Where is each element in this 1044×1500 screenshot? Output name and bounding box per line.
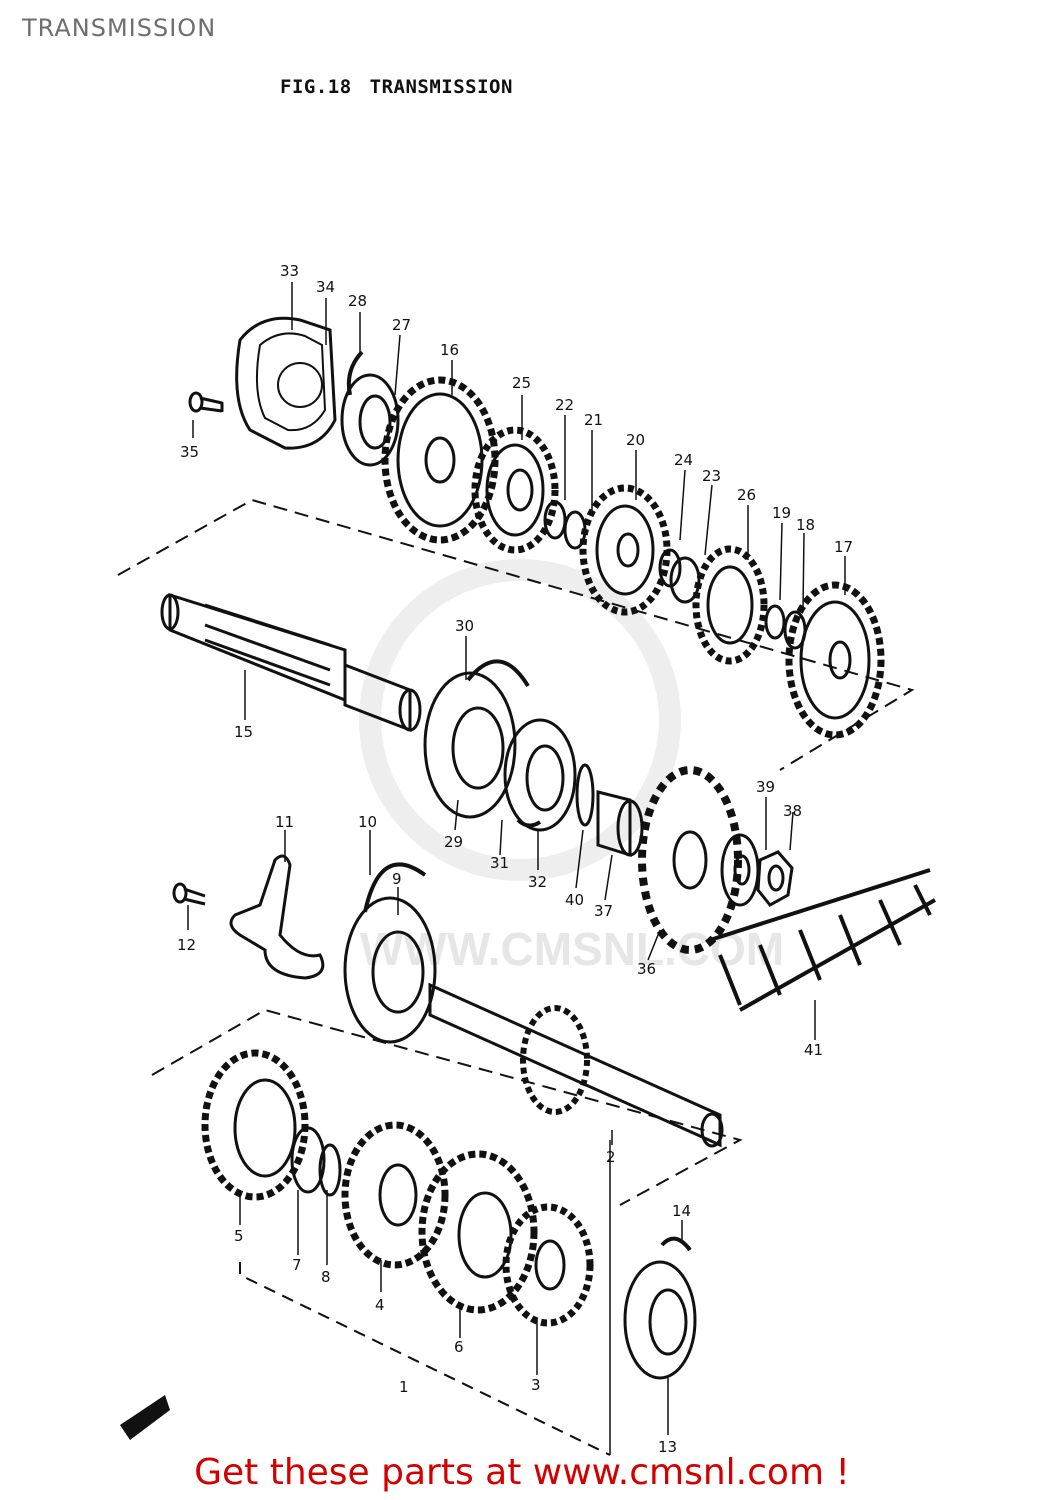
gear-6 [418,1150,538,1314]
callout-33: 33 [280,262,299,280]
front-arrow-icon [120,1395,170,1440]
callout-32: 32 [528,873,547,891]
bolt-12 [172,882,206,906]
callout-20: 20 [626,431,645,449]
callout-26: 26 [737,486,756,504]
drive-chain [709,868,936,1012]
washer-7 [290,1126,326,1194]
callout-23: 23 [702,467,721,485]
callout-8: 8 [321,1268,331,1286]
driveshaft [428,982,724,1148]
callout-5: 5 [234,1227,244,1245]
callout-15: 15 [234,723,253,741]
callout-30: 30 [455,617,474,635]
callout-18: 18 [796,516,815,534]
callout-13: 13 [658,1438,677,1456]
bearing-29 [423,671,517,819]
o-ring-32 [516,818,542,828]
callout-37: 37 [594,902,613,920]
bearing-9 [343,896,437,1044]
callout-24: 24 [674,451,693,469]
bearing-13 [623,1260,697,1380]
callout-31: 31 [490,854,509,872]
callout-28: 28 [348,292,367,310]
nut-38 [756,850,794,907]
circlip-14 [660,1236,692,1252]
callout-22: 22 [555,396,574,414]
callout-7: 7 [292,1256,302,1274]
gear-3 [502,1203,594,1327]
callout-labels: 33 34 28 27 16 25 22 21 20 24 23 26 19 1… [177,262,853,1456]
washer-22 [543,500,567,540]
callout-10: 10 [358,813,377,831]
leader-lines [187,282,846,1455]
callout-11: 11 [275,813,294,831]
callout-1: 1 [399,1378,409,1396]
gear-5 [201,1049,309,1201]
callout-19: 19 [772,504,791,522]
lower-group-bracket [151,1008,743,1206]
upper-group-bracket [117,498,915,771]
watermark-text: WWW.CMSNL.COM [360,923,784,975]
callout-41: 41 [804,1041,823,1059]
callout-36: 36 [637,960,656,978]
callout-40: 40 [565,891,584,909]
callout-14: 14 [672,1202,691,1220]
gear-26 [692,545,768,665]
callout-12: 12 [177,936,196,954]
callout-2: 2 [606,1148,616,1166]
gear-25 [471,426,559,554]
callout-16: 16 [440,341,459,359]
callout-6: 6 [454,1338,464,1356]
oil-seal-31 [503,718,577,832]
driveshaft-group-bracket [239,1262,611,1456]
o-ring-40 [575,763,595,827]
gear-17 [785,581,885,739]
washer-39 [720,833,760,907]
callout-34: 34 [316,278,335,296]
bearing [340,373,400,467]
bearing-retainer-11 [229,854,325,980]
countershaft [160,592,422,733]
callout-35: 35 [180,443,199,461]
footer-parts-link[interactable]: Get these parts at www.cmsnl.com ! [194,1452,850,1493]
callout-25: 25 [512,374,531,392]
circlip-8 [318,1143,342,1197]
figure-title: FIG.18 TRANSMISSION [280,76,531,98]
bolt [188,391,224,413]
figure-caption: TRANSMISSION [369,76,513,98]
washer-19 [764,604,786,640]
callout-38: 38 [783,802,802,820]
callout-39: 39 [756,778,775,796]
page-title: TRANSMISSION [22,14,217,42]
callout-27: 27 [392,316,411,334]
circlip-30 [466,659,530,688]
circlip-10 [363,862,427,913]
callout-3: 3 [531,1376,541,1394]
bearing-retainer-plate [235,316,337,450]
bushing-23 [669,556,701,604]
callout-21: 21 [584,411,603,429]
callout-29: 29 [444,833,463,851]
callout-17: 17 [834,538,853,556]
callout-9: 9 [392,870,402,888]
callout-4: 4 [375,1296,385,1314]
watermark: WWW.CMSNL.COM [359,559,784,975]
figure-number: FIG.18 [280,76,352,98]
gear-4 [341,1121,449,1269]
